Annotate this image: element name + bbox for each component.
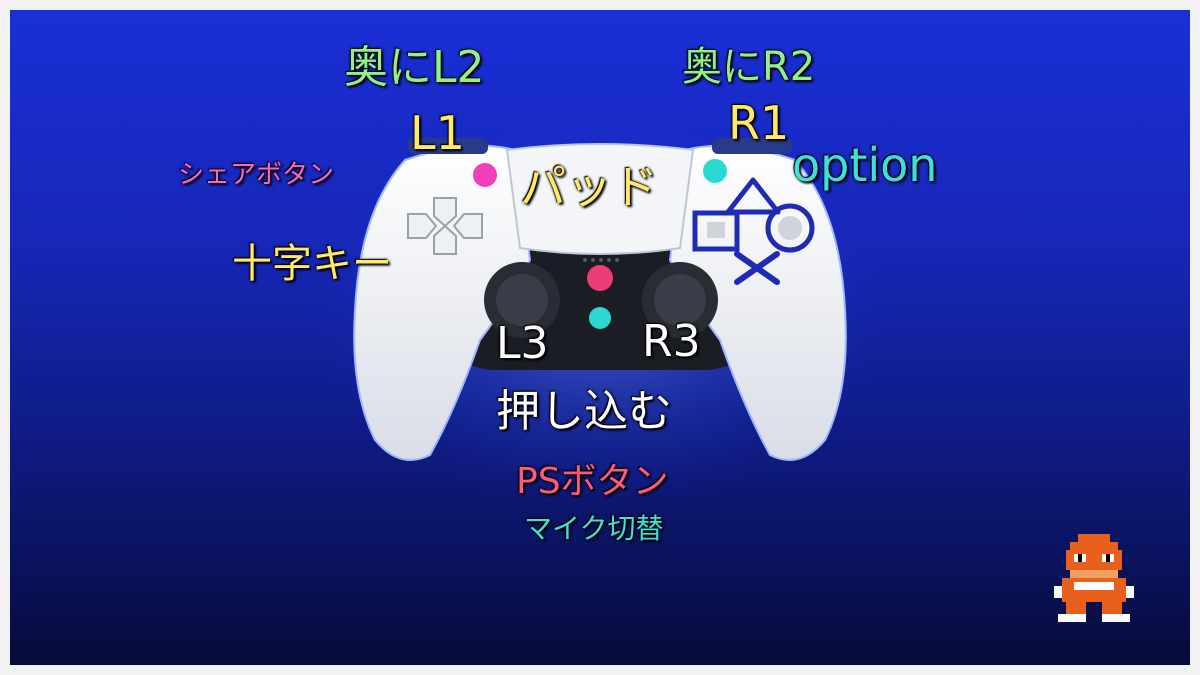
label-l1: L1 (410, 106, 465, 160)
mic-button-marker (589, 307, 611, 329)
circle-icon (765, 203, 815, 253)
label-back-r2: 奥にR2 (682, 44, 816, 90)
label-dpad: 十字キー (232, 241, 392, 287)
mascot-icon (1054, 534, 1134, 622)
dpad-icon (407, 197, 483, 255)
label-press-in: 押し込む (496, 386, 672, 437)
cross-icon (734, 251, 780, 285)
share-button-marker (473, 163, 497, 187)
ps-button-marker (587, 265, 613, 291)
label-r1: R1 (728, 96, 790, 150)
controller-illustration (310, 110, 890, 510)
label-l3: L3 (496, 318, 549, 369)
option-button-marker (703, 159, 727, 183)
triangle-icon (725, 177, 781, 215)
slide-background: 奥にL2 奥にR2 L1 R1 シェアボタン option パッド 十字キー L… (10, 10, 1190, 665)
label-share-button: シェアボタン (178, 160, 335, 190)
label-r3: R3 (642, 316, 701, 367)
square-icon (692, 210, 740, 252)
label-ps-button: PSボタン (516, 461, 669, 502)
label-mic-toggle: マイク切替 (524, 512, 664, 545)
label-touchpad: パッド (520, 160, 658, 214)
label-back-l2: 奥にL2 (344, 42, 485, 93)
label-option: option (792, 138, 938, 192)
